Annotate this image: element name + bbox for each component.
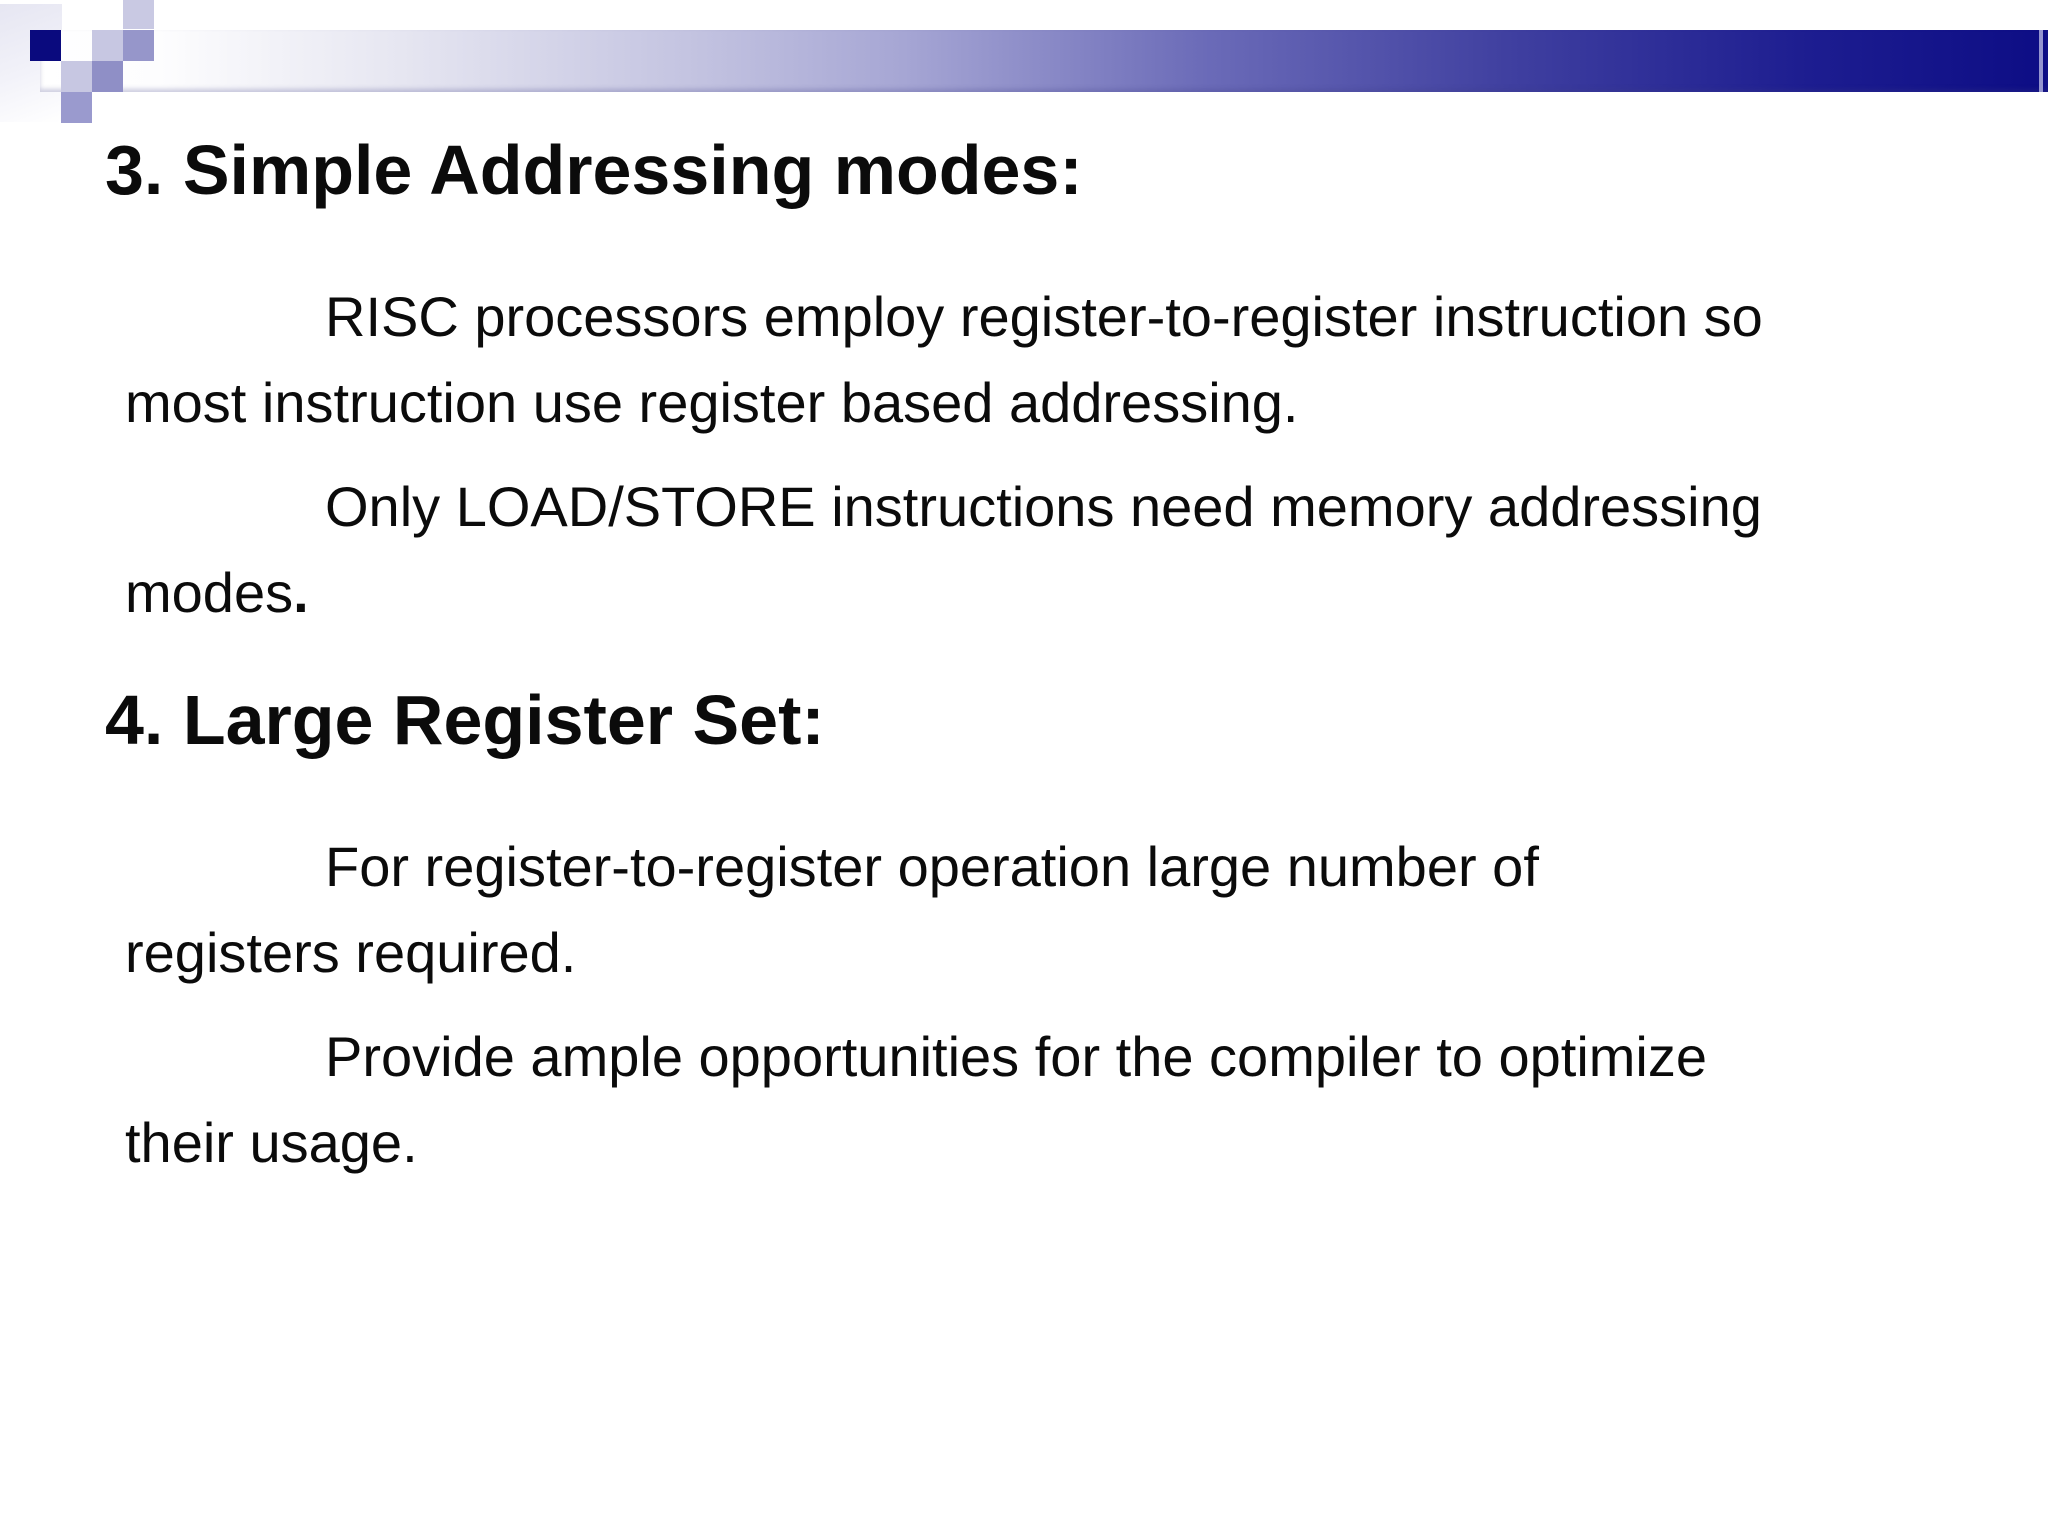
- deco-periwinkle-square-1: [123, 30, 154, 61]
- heading-simple-addressing-modes: 3. Simple Addressing modes:: [105, 131, 1083, 209]
- section-simple-addressing-modes: 3. Simple Addressing modes: RISC process…: [105, 130, 1985, 636]
- deco-light-square-2: [61, 61, 92, 92]
- deco-light-square-1: [92, 30, 123, 61]
- heading-large-register-set: 4. Large Register Set:: [105, 681, 825, 759]
- paragraph-load-store-addressing: Only LOAD/STORE instructions need memory…: [125, 464, 1985, 636]
- paragraph-text: For register-to-register operation large…: [125, 835, 1539, 984]
- deco-navy-square: [30, 30, 61, 61]
- paragraph-bold-period: .: [293, 561, 309, 624]
- deco-light-square-top: [123, 0, 154, 29]
- banner-edge-highlight: [2039, 30, 2043, 92]
- paragraph-large-number-of-registers: For register-to-register operation large…: [125, 824, 1985, 996]
- paragraph-compiler-optimize-usage: Provide ample opportunities for the comp…: [125, 1014, 1985, 1186]
- deco-periwinkle-square-3: [61, 92, 92, 123]
- top-gradient-banner: [40, 30, 2048, 92]
- section-large-register-set: 4. Large Register Set: For register-to-r…: [105, 680, 1985, 1186]
- paragraph-text: Provide ample opportunities for the comp…: [125, 1025, 1708, 1174]
- paragraph-text: RISC processors employ register-to-regis…: [125, 285, 1763, 434]
- paragraph-text: Only LOAD/STORE instructions need memory…: [125, 475, 1762, 624]
- paragraph-risc-register-to-register: RISC processors employ register-to-regis…: [125, 274, 1985, 446]
- deco-periwinkle-square-2: [92, 61, 123, 92]
- slide-content: 3. Simple Addressing modes: RISC process…: [105, 130, 1985, 1186]
